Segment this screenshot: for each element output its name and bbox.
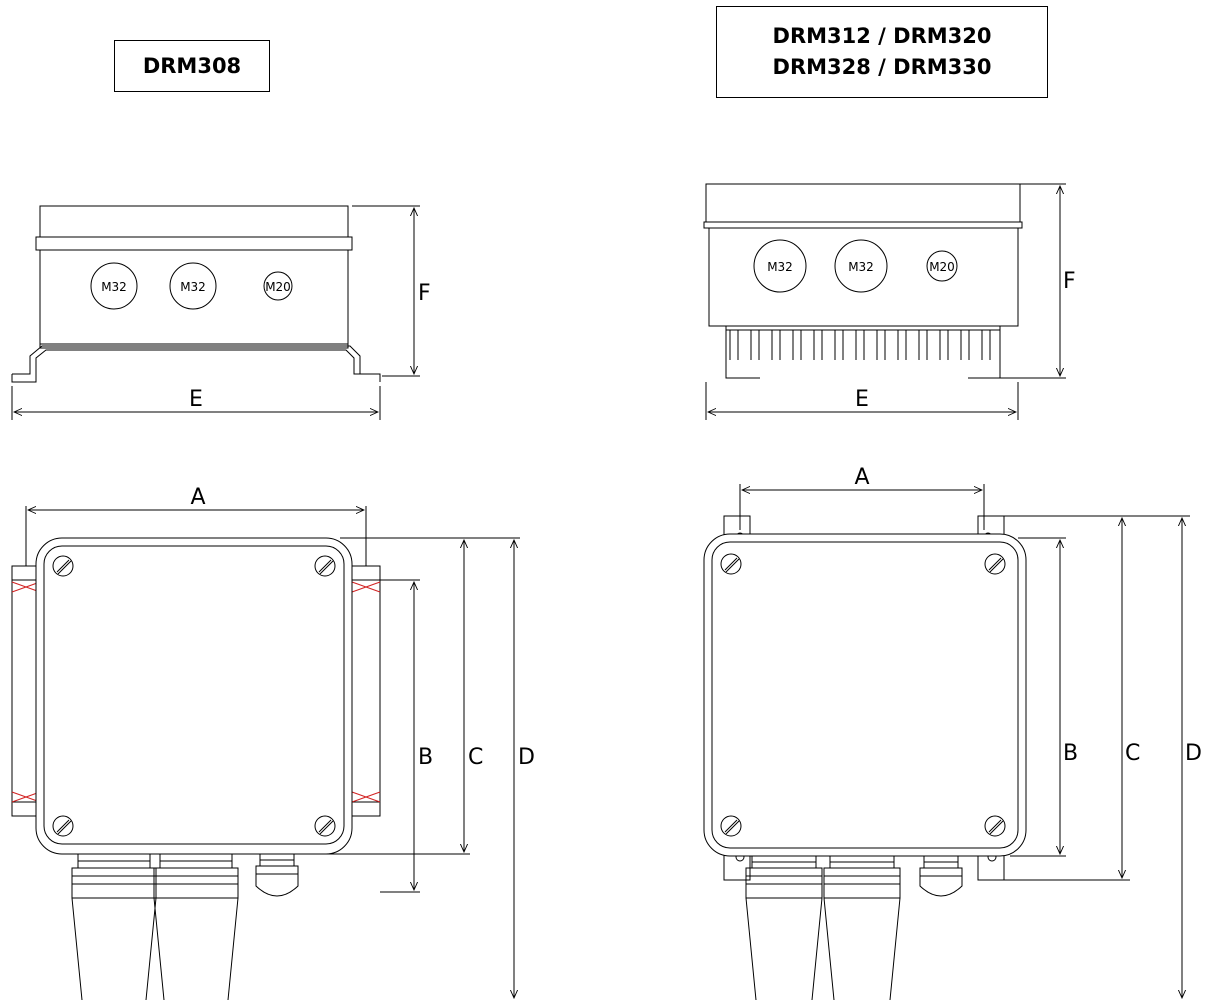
drm308-b-dimension [380, 579, 420, 893]
drm308-side-view [11, 205, 420, 420]
lid-screws-left [52, 555, 336, 837]
gland-label-m20: M20 [929, 260, 955, 274]
cable-glands-bottom-left [71, 853, 299, 1000]
mounting-rail-right [351, 565, 381, 817]
dim-label-d: D [1185, 741, 1202, 766]
cable-glands-bottom-right [745, 855, 963, 1000]
gland-m32 [753, 239, 807, 293]
drm308-e-dimension [11, 386, 381, 420]
gland-label-m32: M32 [180, 280, 206, 294]
gland-label-m20: M20 [265, 280, 291, 294]
drm312-side-view [703, 183, 1066, 420]
gland-m32 [90, 262, 138, 310]
drm308-side-glands [90, 262, 293, 310]
model-title-drm308: DRM308 [114, 40, 270, 92]
drm308-a-dimension [25, 506, 367, 566]
drm308-c-dimension [300, 537, 470, 855]
lid-screws-right [720, 553, 1006, 837]
screw-icon [720, 553, 742, 575]
dim-label-f: F [1063, 269, 1076, 294]
dim-label-a: A [854, 465, 869, 490]
dim-label-e: E [189, 387, 203, 412]
gland-m20 [926, 250, 958, 282]
dim-label-a: A [190, 485, 205, 510]
drm312-b-dimension [1010, 537, 1066, 857]
dim-label-f: F [418, 281, 431, 306]
drm312-e-dimension [705, 382, 1019, 420]
drm312-f-dimension [1000, 183, 1066, 379]
drm312-c-dimension [1004, 515, 1130, 881]
model-title-line-2: DRM328 / DRM330 [772, 55, 992, 79]
screw-icon [314, 815, 336, 837]
drm312-a-dimension [739, 484, 985, 530]
gland-label-m32: M32 [767, 260, 793, 274]
dim-label-b: B [418, 745, 433, 770]
screw-icon [52, 815, 74, 837]
heatsink-fins [726, 329, 1000, 360]
gland-m20 [263, 271, 293, 301]
drm312-side-glands [753, 239, 958, 293]
screw-icon [984, 815, 1006, 837]
drm312-front-view [703, 484, 1190, 1000]
dim-label-d: D [518, 745, 535, 770]
drm308-front-view [11, 506, 520, 1000]
gland-label-m32: M32 [848, 260, 874, 274]
dim-label-c: C [468, 745, 483, 770]
dim-label-b: B [1063, 741, 1078, 766]
screw-icon [720, 815, 742, 837]
drm312-d-dimension [1130, 515, 1190, 998]
drm308-d-dimension [470, 537, 520, 998]
dim-label-e: E [855, 387, 869, 412]
dim-label-c: C [1125, 741, 1140, 766]
model-title-drm312-330: DRM312 / DRM320 DRM328 / DRM330 [716, 6, 1048, 98]
screw-icon [52, 555, 74, 577]
screw-icon [984, 553, 1006, 575]
labels: M32 M32 M20 M32 M32 M20 F E F E A B C D … [101, 260, 1202, 770]
gland-m32 [834, 239, 888, 293]
drm308-f-dimension [352, 205, 420, 377]
screw-icon [314, 555, 336, 577]
model-title-line-1: DRM312 / DRM320 [772, 24, 992, 48]
gland-label-m32: M32 [101, 280, 127, 294]
model-title-text: DRM308 [142, 54, 242, 78]
gland-m32 [169, 262, 217, 310]
